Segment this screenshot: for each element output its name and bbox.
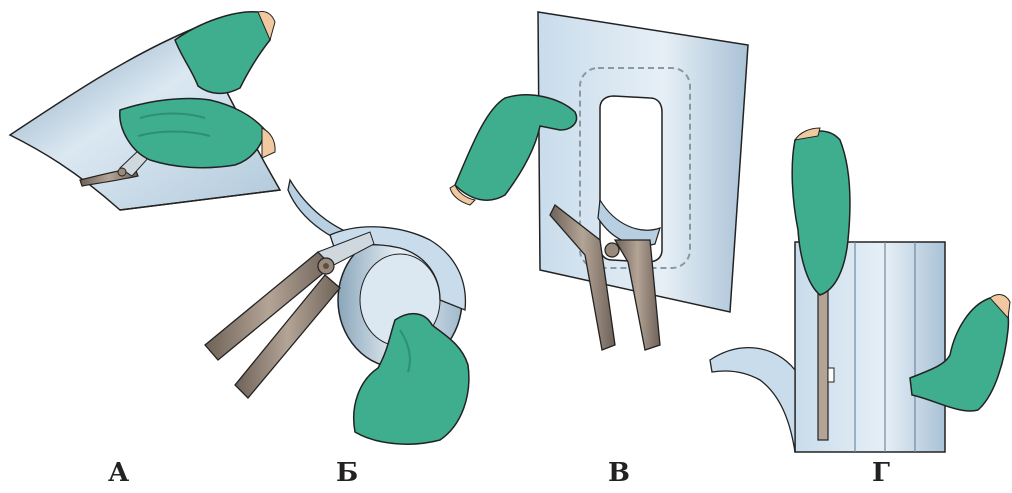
panel-label-a: А xyxy=(108,460,129,486)
panel-v xyxy=(450,12,748,350)
panel-label-g: Г xyxy=(872,460,890,486)
panel-a xyxy=(10,11,280,210)
panel-label-v: В xyxy=(608,460,630,486)
panel-b xyxy=(205,180,469,444)
panel-g xyxy=(710,128,1010,452)
panel-label-b: Б xyxy=(336,460,358,486)
